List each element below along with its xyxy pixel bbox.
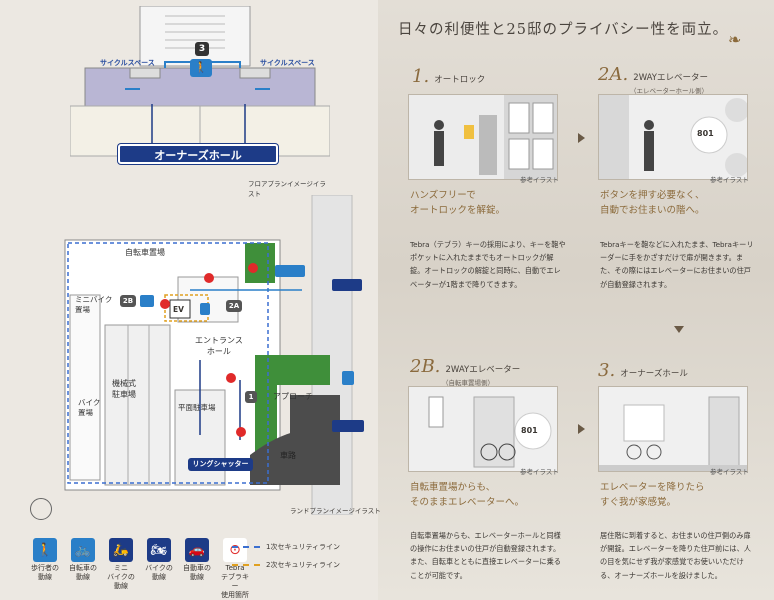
elevator-hall-illustration bbox=[599, 95, 747, 179]
step-2b-header: 2B. 2WAYエレベーター （自転車置場側） bbox=[410, 356, 580, 387]
step-2a-lead: ボタンを押す必要なく、 自動でお住まいの階へ。 bbox=[600, 190, 705, 216]
legend-label: ミニ バイクの 動線 bbox=[107, 564, 135, 590]
ornament-icon: ❧ bbox=[728, 30, 742, 49]
security-line-1-sample bbox=[232, 546, 260, 548]
legend-label: 自転車の 動線 bbox=[69, 564, 97, 581]
step-2a-number: 2A. bbox=[598, 64, 629, 85]
legend-label: 自動車の 動線 bbox=[183, 564, 211, 581]
step-3-title: オーナーズホール bbox=[620, 369, 688, 379]
legend-item-tebra: ⊙ Tebra テブラキー 使用箇所 bbox=[218, 538, 252, 600]
page-heading: 日々の利便性と25邸のプライバシー性を両立。 bbox=[398, 22, 729, 38]
bike-parking-label: バイク 置場 bbox=[78, 398, 101, 417]
legend-item-pedestrian: 🚶 歩行者の 動線 bbox=[28, 538, 62, 600]
cycle-space-left-label: サイクルスペース bbox=[100, 59, 155, 67]
legend-label: 歩行者の 動線 bbox=[31, 564, 59, 581]
step-3-description: 居住階に到着すると、お住まいの住戸側のみ扉が開錠。エレベーターを降りた住戸前には… bbox=[600, 531, 751, 580]
driveway-label: 車路 bbox=[280, 451, 296, 460]
step-3-lead: エレベーターを降りたら すぐ我が家感覚。 bbox=[600, 482, 705, 508]
mechanical-parking-label: 機械式 駐車場 bbox=[112, 379, 136, 399]
entrance-hall-label: エントランス ホール bbox=[195, 336, 243, 356]
step-3-number: 3. bbox=[598, 360, 616, 381]
compass-icon bbox=[30, 498, 52, 520]
security-line-2-sample bbox=[232, 564, 260, 566]
step-2b-note: 参考イラスト bbox=[520, 468, 559, 476]
pedestrian-icon: 🚶 bbox=[190, 59, 212, 77]
step-2b-floor-display: 801 bbox=[521, 426, 538, 435]
tebra-marker-2 bbox=[248, 263, 258, 273]
step-3-header: 3. オーナーズホール bbox=[598, 360, 768, 381]
step-2b-subtitle: （自転車置場側） bbox=[442, 379, 494, 387]
pedestrian-entry-icon bbox=[342, 371, 354, 385]
site-plan: 自転車置場 ミニバイク 置場 バイク 置場 機械式 駐車場 平面駐車場 エントラ… bbox=[40, 194, 381, 516]
step-1-illustration bbox=[408, 94, 558, 180]
tebra-icon: ⊙ bbox=[223, 538, 247, 562]
tebra-marker-5 bbox=[236, 427, 246, 437]
car-icon: 🚗 bbox=[185, 538, 209, 562]
ev-label: EV bbox=[173, 305, 184, 314]
step-1-number: 1. bbox=[412, 66, 430, 87]
step-2b-number: 2B. bbox=[410, 356, 441, 377]
step-3-illustration bbox=[598, 386, 748, 472]
step-1-title: オートロック bbox=[434, 75, 486, 85]
step-2a-description: Tebraキーを鞄などに入れたまま、Tebraキーリーダーに手をかざすだけで扉が… bbox=[600, 240, 754, 289]
security-line-2-label: 2次セキュリティライン bbox=[266, 561, 341, 569]
step-2a-floor-display: 801 bbox=[697, 129, 714, 138]
step-1-lead: ハンズフリーで オートロックを解錠。 bbox=[410, 190, 506, 216]
step-2a-title: 2WAYエレベーター bbox=[633, 73, 708, 83]
arrow-right-icon bbox=[578, 133, 585, 143]
badge-2a: 2A bbox=[226, 300, 242, 312]
legend-item-car: 🚗 自動車の 動線 bbox=[180, 538, 214, 600]
step-2a-illustration: 801 bbox=[598, 94, 748, 180]
flat-parking-label: 平面駐車場 bbox=[178, 403, 216, 412]
tebra-marker-1 bbox=[204, 273, 214, 283]
ring-shutter-badge: リングシャッター bbox=[188, 458, 253, 471]
step-2b-description: 自転車置場からも、エレベーターホールと同様の操作にお住まいの住戸が自動登録されま… bbox=[410, 531, 561, 580]
step-1-description: Tebra（テブラ）キーの採用により、キーを鞄やポケットに入れたままでもオートロ… bbox=[410, 240, 566, 289]
step-1-header: 1. オートロック bbox=[412, 66, 582, 87]
vehicle-entry-icons bbox=[332, 420, 364, 432]
tebra-marker-3 bbox=[160, 299, 170, 309]
floor-number-badge: 3 bbox=[195, 42, 209, 56]
step-3-note: 参考イラスト bbox=[710, 468, 749, 476]
security-line-1-label: 1次セキュリティライン bbox=[266, 543, 341, 551]
badge-2b: 2B bbox=[120, 295, 136, 307]
minibike-parking-label: ミニバイク 置場 bbox=[75, 295, 113, 314]
owners-hall-illustration bbox=[599, 387, 747, 471]
cycle-space-right-label: サイクルスペース bbox=[260, 59, 315, 67]
site-plan-caption: ランドプランイメージイラスト bbox=[290, 507, 381, 515]
bicycle-parking-label: 自転車置場 bbox=[125, 248, 165, 257]
bicycle-icon: 🚲 bbox=[71, 538, 95, 562]
step-2b-illustration: 801 bbox=[408, 386, 558, 472]
minibike-icon: 🛵 bbox=[109, 538, 133, 562]
badge-1: 1 bbox=[245, 391, 257, 403]
floor-plan: サイクルスペース サイクルスペース 3 🚶 オーナーズホール フロアプランイメー… bbox=[69, 5, 331, 198]
step-2a-header: 2A. 2WAYエレベーター （エレベーターホール側） bbox=[598, 64, 768, 95]
pedestrian-icon: 🚶 bbox=[33, 538, 57, 562]
pedestrian-route-icon bbox=[200, 303, 210, 315]
legend: 🚶 歩行者の 動線 🚲 自転車の 動線 🛵 ミニ バイクの 動線 🏍 バイクの … bbox=[28, 538, 252, 600]
motorbike-icon: 🏍 bbox=[147, 538, 171, 562]
step-2b-title: 2WAYエレベーター bbox=[445, 365, 521, 375]
legend-label: バイクの 動線 bbox=[145, 564, 173, 581]
step-2a-subtitle: （エレベーターホール側） bbox=[630, 87, 708, 95]
approach-label: アプローチ bbox=[273, 392, 313, 401]
entry-route-icons bbox=[332, 279, 362, 291]
step-2a-note: 参考イラスト bbox=[710, 176, 749, 184]
bicycle-elevator-illustration bbox=[409, 387, 557, 471]
step-2b-lead: 自転車置場からも、 そのままエレベーターへ。 bbox=[410, 482, 525, 508]
legend-label: Tebra テブラキー 使用箇所 bbox=[221, 564, 249, 599]
tebra-marker-4 bbox=[226, 373, 236, 383]
bicycle-route-icon bbox=[140, 295, 154, 307]
bike-route-icons bbox=[275, 265, 305, 277]
autolock-illustration bbox=[409, 95, 557, 179]
legend-item-minibike: 🛵 ミニ バイクの 動線 bbox=[104, 538, 138, 600]
step-1-note: 参考イラスト bbox=[520, 176, 559, 184]
legend-item-bicycle: 🚲 自転車の 動線 bbox=[66, 538, 100, 600]
owners-hall-badge: オーナーズホール bbox=[118, 144, 278, 164]
floor-plan-caption: フロアプランイメージイラスト bbox=[248, 180, 326, 198]
arrow-right-icon bbox=[578, 424, 585, 434]
legend-item-motorbike: 🏍 バイクの 動線 bbox=[142, 538, 176, 600]
arrow-down-icon bbox=[674, 326, 684, 333]
